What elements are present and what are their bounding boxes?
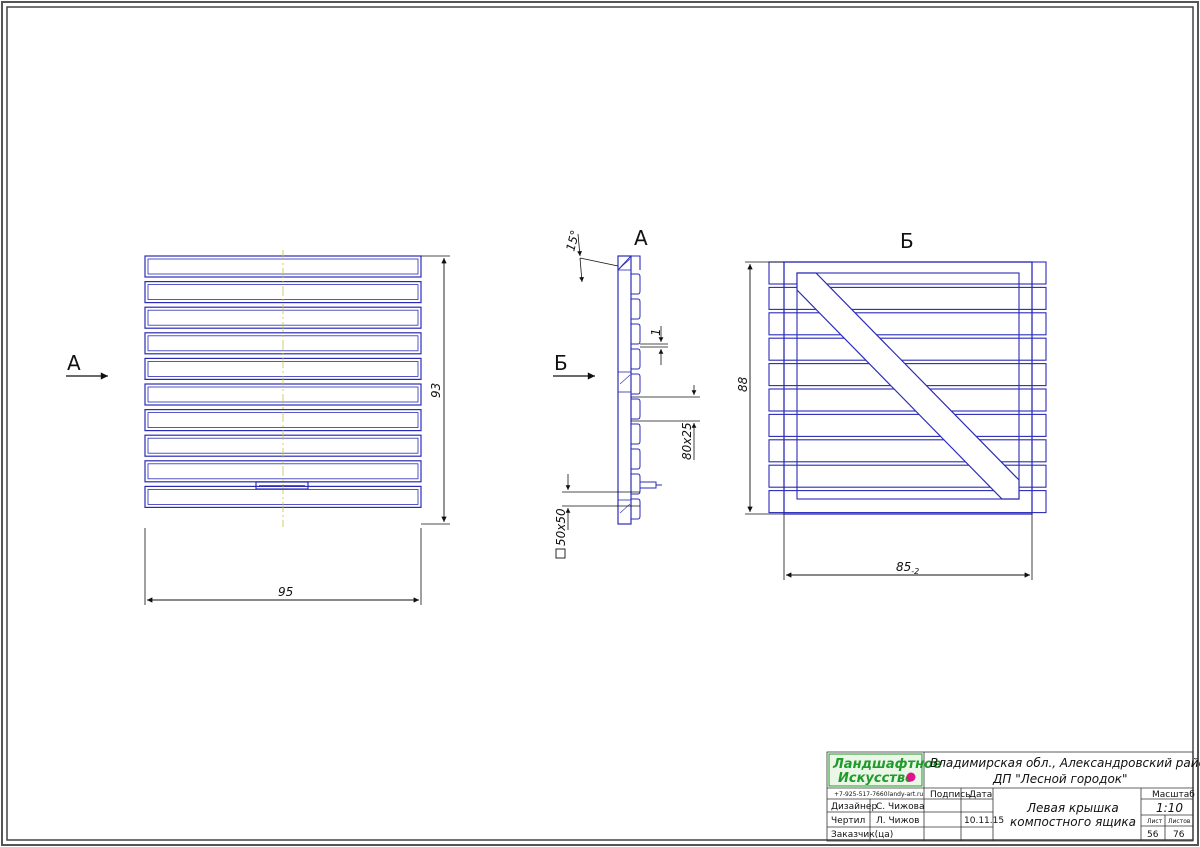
back-height-dimension	[745, 261, 784, 515]
side-slat-profile	[631, 448, 641, 470]
back-view-title: Б	[900, 229, 914, 253]
address-line2: ДП "Лесной городок"	[992, 772, 1128, 786]
column-date: Дата	[969, 790, 992, 800]
back-diagonal-brace	[796, 272, 1020, 500]
scale-label: Масштаб	[1152, 790, 1195, 800]
name-designer: С. Чижова	[876, 802, 924, 812]
drawing-title-line1: Левая крышка	[1026, 801, 1119, 815]
role-customer: Заказчик(ца)	[831, 830, 893, 840]
back-width-number: 85	[896, 560, 911, 574]
logo-line1: Ландшафтное	[832, 757, 942, 772]
side-gap-dimension	[640, 326, 668, 365]
front-handle	[255, 481, 309, 490]
front-width-value: 95	[278, 585, 293, 599]
title-block	[826, 751, 1194, 842]
contact-phone: +7-925-517-7660	[834, 791, 888, 798]
drawing-date: 10.11.15	[964, 816, 1004, 826]
side-gap-value: 1	[649, 328, 663, 336]
side-slats	[631, 273, 641, 520]
back-slat	[768, 464, 1047, 488]
side-slat-profile	[631, 423, 641, 445]
back-frame	[783, 261, 1033, 515]
side-post-dimension	[555, 474, 640, 559]
side-slat-profile	[631, 498, 641, 520]
side-slat-profile	[631, 273, 641, 295]
sheets-label: Листов	[1168, 818, 1191, 825]
side-slat-profile	[631, 298, 641, 320]
side-view: А Б 15°	[553, 226, 700, 559]
back-view: Б 88 85-2	[736, 229, 1047, 580]
side-peg	[639, 481, 662, 489]
logo-dot-icon	[906, 772, 916, 782]
side-top-wedge	[617, 255, 641, 271]
back-width-value: 85-2	[896, 560, 919, 576]
side-post	[617, 255, 632, 525]
side-angle-value: 15°	[563, 229, 582, 253]
drawing-title-line2: компостного ящика	[1010, 815, 1136, 829]
back-slat	[768, 286, 1047, 310]
sheet-value: 56	[1147, 830, 1159, 840]
back-height-value: 88	[736, 376, 750, 392]
contact-site: landy-art.ru	[888, 791, 923, 798]
back-slat	[768, 413, 1047, 437]
company-logo: Ландшафтное Искусство	[828, 753, 942, 787]
role-designer: Дизайнер	[831, 802, 877, 812]
back-width-dimension	[783, 514, 1033, 580]
column-signature: Подпись	[930, 790, 970, 800]
side-angle-dimension	[577, 233, 619, 283]
front-slat-inner	[147, 463, 419, 480]
back-slat	[768, 337, 1047, 361]
back-slat	[768, 490, 1047, 514]
sheet-label: Лист	[1147, 818, 1163, 825]
logo-line2: Искусство	[838, 771, 914, 786]
side-view-arrow-label: Б	[554, 351, 568, 375]
front-view: А 95 93	[66, 250, 450, 605]
side-slat-profile	[631, 373, 641, 395]
side-board-dimension	[631, 385, 700, 460]
side-slat-profile	[631, 348, 641, 370]
front-height-value: 93	[429, 383, 443, 398]
side-board-value: 80x25	[680, 422, 694, 460]
side-slat-profile	[631, 473, 641, 495]
back-slat	[768, 312, 1047, 336]
scale-value: 1:10	[1156, 801, 1183, 815]
back-slat	[768, 439, 1047, 463]
side-post-value: 50x50	[554, 508, 568, 546]
role-drafter: Чертил	[831, 816, 865, 826]
front-view-arrow-label: А	[67, 351, 81, 375]
side-view-title: А	[634, 226, 648, 250]
front-height-dimension	[421, 255, 450, 525]
side-slat-profile	[631, 323, 641, 345]
side-slat-profile	[631, 398, 641, 420]
address-line1: Владимирская обл., Александровский район…	[930, 756, 1200, 770]
back-width-tolerance: -2	[911, 567, 919, 576]
front-width-dimension	[144, 528, 422, 605]
sheets-value: 76	[1173, 830, 1185, 840]
name-drafter: Л. Чижов	[876, 816, 919, 826]
